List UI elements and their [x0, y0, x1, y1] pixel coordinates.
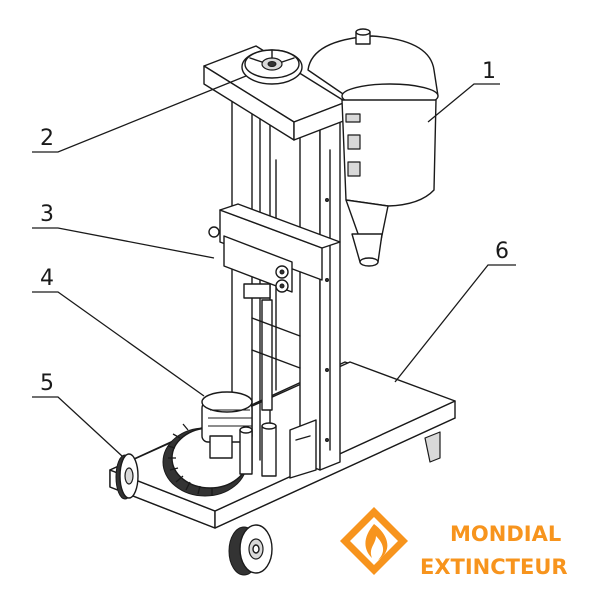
callout-5: 5 [40, 371, 54, 396]
mast [231, 87, 341, 471]
flame-logo-icon [340, 507, 408, 575]
callout-2: 2 [40, 126, 54, 151]
hopper [307, 28, 439, 267]
cart-base [109, 361, 456, 529]
callout-6: 6 [495, 239, 509, 264]
brand-name-line1: MONDIAL [450, 522, 561, 546]
handwheel [241, 49, 303, 85]
brand-logo: MONDIAL EXTINCTEUR [340, 507, 568, 579]
brand-name-line2: EXTINCTEUR [420, 555, 568, 579]
callout-4: 4 [40, 266, 54, 291]
callout-3: 3 [40, 202, 54, 227]
blower-motor [162, 391, 317, 497]
callout-leaders [32, 75, 516, 457]
carriage [208, 203, 341, 299]
callout-1: 1 [482, 59, 496, 84]
back-wheel [115, 453, 139, 500]
front-wheel [228, 524, 273, 576]
